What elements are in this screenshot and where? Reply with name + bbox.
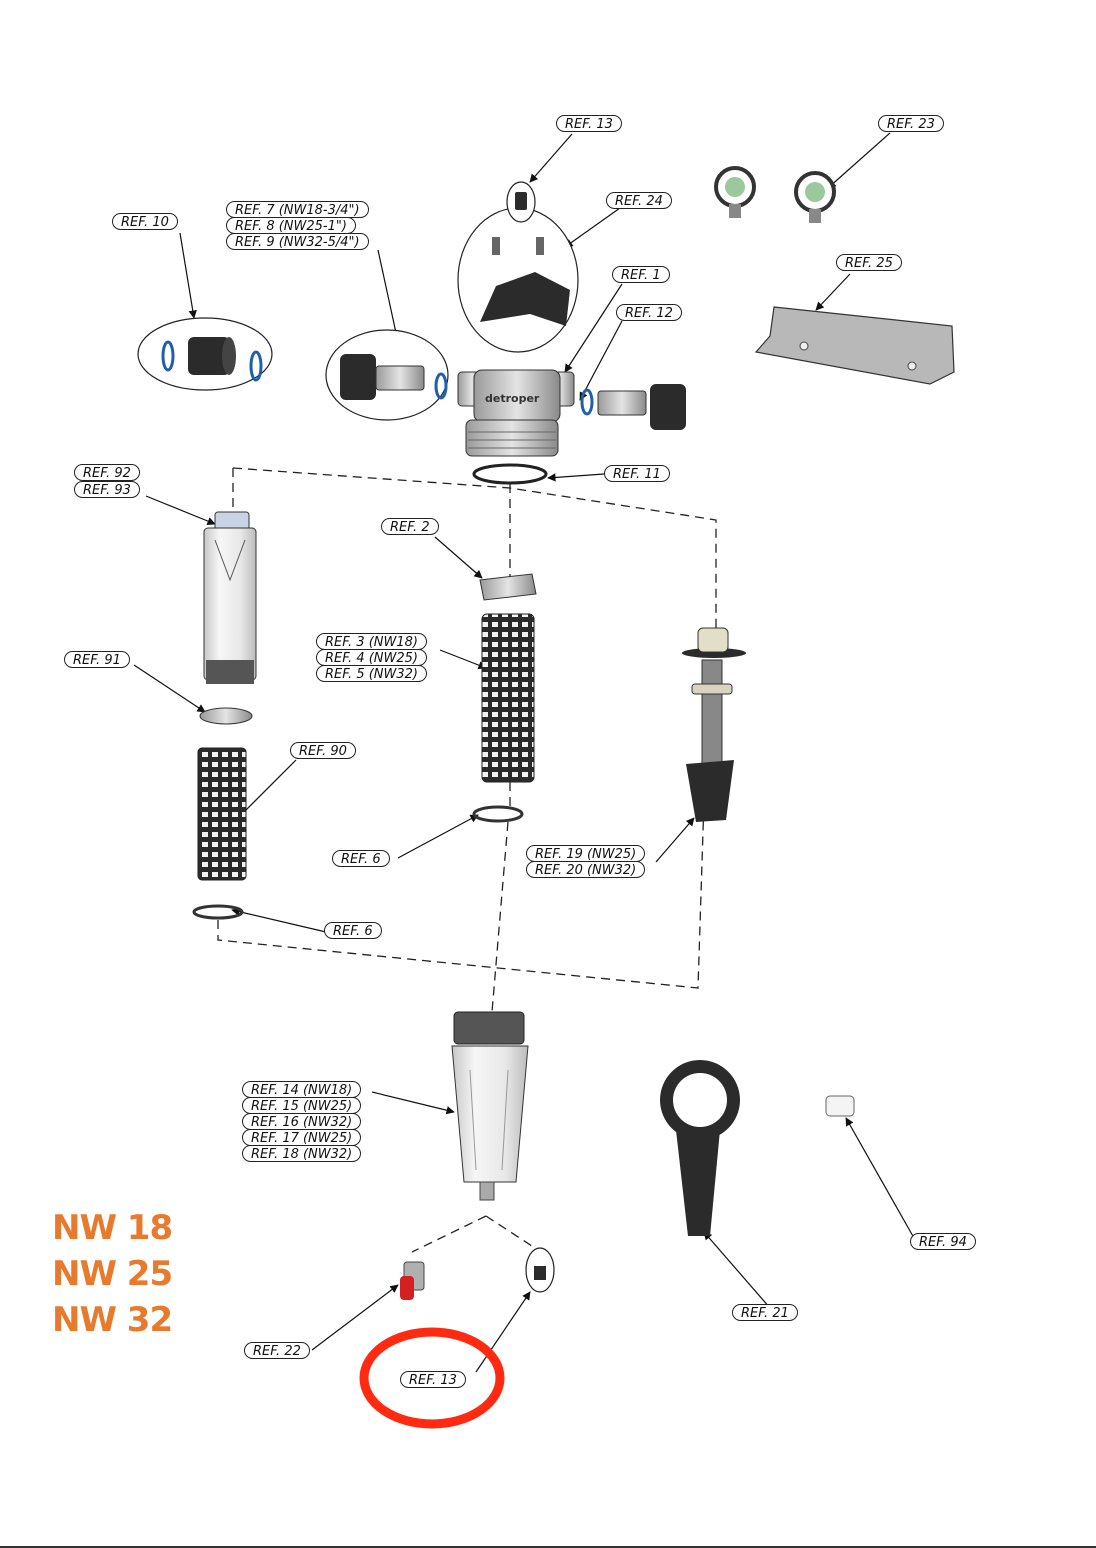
label-ref24: REF. 24	[606, 192, 672, 209]
leader-lines	[133, 132, 915, 1373]
label-ref94: REF. 94	[910, 1233, 976, 1250]
label-ref2: REF. 2	[381, 518, 439, 535]
label-ref7: REF. 7 (NW18-3/4")	[226, 201, 369, 218]
label-ref13-top: REF. 13	[556, 115, 622, 132]
union-nut-part	[137, 317, 273, 391]
filter-head-part: detroper	[457, 181, 686, 485]
brand-text: detroper	[485, 392, 540, 405]
label-ref22: REF. 22	[244, 1342, 310, 1359]
label-ref93: REF. 93	[74, 481, 140, 498]
label-ref6-left: REF. 6	[324, 922, 382, 939]
label-ref18: REF. 18 (NW32)	[242, 1145, 362, 1162]
bottom-plug-part	[525, 1247, 555, 1293]
label-ref20: REF. 20 (NW32)	[526, 861, 646, 878]
label-ref8: REF. 8 (NW25-1")	[226, 217, 356, 234]
label-ref92: REF. 92	[74, 464, 140, 481]
label-ref4: REF. 4 (NW25)	[316, 649, 427, 666]
center-mesh-cartridge	[472, 573, 537, 823]
bottom-rule	[0, 1546, 1096, 1548]
highlight-circle	[359, 1327, 505, 1429]
label-ref13-bottom: REF. 13	[400, 1371, 466, 1388]
label-ref90: REF. 90	[290, 742, 356, 759]
label-ref10: REF. 10	[112, 213, 178, 230]
label-ref23: REF. 23	[878, 115, 944, 132]
label-ref14: REF. 14 (NW18)	[242, 1081, 362, 1098]
label-ref16: REF. 16 (NW32)	[242, 1113, 362, 1130]
label-ref12: REF. 12	[616, 304, 682, 321]
rotor-assembly	[682, 627, 746, 822]
label-ref17: REF. 17 (NW25)	[242, 1129, 362, 1146]
label-ref3: REF. 3 (NW18)	[316, 633, 427, 650]
label-ref5: REF. 5 (NW32)	[316, 665, 427, 682]
spare-cap	[825, 1095, 855, 1117]
left-mesh-cartridge	[192, 747, 247, 920]
pressure-gauges	[714, 166, 836, 223]
label-ref25: REF. 25	[836, 254, 902, 271]
label-ref21: REF. 21	[732, 1304, 798, 1321]
connector-part	[325, 329, 449, 421]
size-nw32: NW 32	[52, 1300, 173, 1340]
label-ref15: REF. 15 (NW25)	[242, 1097, 362, 1114]
filter-bowl	[451, 1011, 529, 1201]
label-ref91: REF. 91	[64, 651, 130, 668]
size-nw18: NW 18	[52, 1208, 173, 1248]
wall-bracket	[754, 306, 955, 385]
label-ref11: REF. 11	[604, 465, 670, 482]
label-ref6-center: REF. 6	[332, 850, 390, 867]
drain-valve	[400, 1261, 425, 1300]
flushing-bowl	[199, 511, 257, 725]
bowl-wrench	[660, 1060, 740, 1236]
label-ref1: REF. 1	[612, 266, 670, 283]
size-nw25: NW 25	[52, 1254, 173, 1294]
label-ref19: REF. 19 (NW25)	[526, 845, 646, 862]
label-ref9: REF. 9 (NW32-5/4")	[226, 233, 369, 250]
